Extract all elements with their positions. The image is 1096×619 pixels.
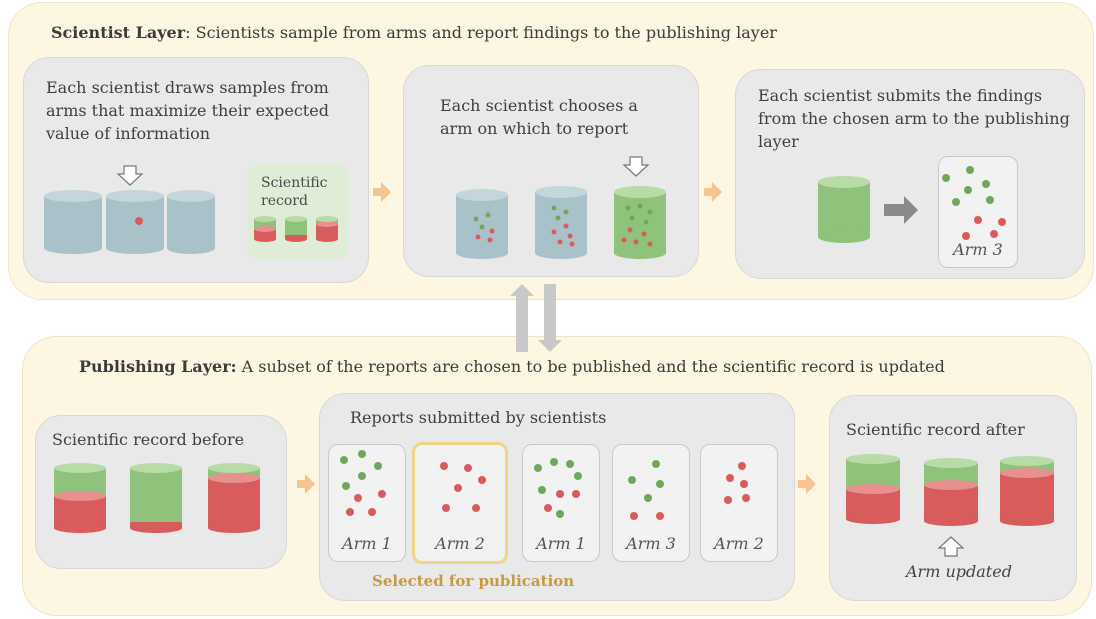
report-card-2-selected: Arm 2 xyxy=(412,442,508,564)
panel-choose-arm-text: Each scientist chooses a arm on which to… xyxy=(440,96,638,138)
arm-cylinder-green-submit xyxy=(818,176,870,243)
arm-cylinder-2 xyxy=(106,190,164,254)
submit-arrow-icon xyxy=(884,196,918,224)
panel-draw-samples-text: Each scientist draws samples from arms t… xyxy=(46,78,329,143)
report-card-4: Arm 3 xyxy=(612,444,690,562)
report-card-label: Arm 1 xyxy=(342,534,392,553)
down-arrow-icon xyxy=(622,156,650,177)
mini-record-cylinder-1 xyxy=(254,216,276,242)
scientist-layer-title-rest: : Scientists sample from arms and report… xyxy=(185,23,777,42)
report-5-dots xyxy=(724,462,750,504)
arm-cylinder-blue-b xyxy=(535,186,587,259)
flow-arrow-icon xyxy=(798,474,816,494)
up-arrow-icon xyxy=(510,284,534,352)
mini-record-cylinder-2 xyxy=(285,216,307,242)
panel-submit-findings: Each scientist submits the findings from… xyxy=(735,69,1085,279)
record-after-cylinder-3 xyxy=(1000,456,1054,526)
report-card-1: Arm 1 xyxy=(328,444,406,562)
publishing-layer-title-bold: Publishing Layer: xyxy=(79,357,237,376)
scientific-record-label: Scientific record xyxy=(261,175,328,209)
panel-reports: Reports submitted by scientists Arm 1 Ar… xyxy=(319,393,795,601)
report-2-dots xyxy=(440,462,486,512)
report-4-dots xyxy=(628,460,664,520)
flow-arrow-icon xyxy=(373,182,391,202)
up-arrow-icon xyxy=(937,536,965,557)
selected-for-publication-caption: Selected for publication xyxy=(372,572,575,590)
report-card-label: Arm 2 xyxy=(435,534,485,553)
publishing-layer-title: Publishing Layer: A subset of the report… xyxy=(79,357,945,376)
panel-submit-findings-text: Each scientist submits the findings from… xyxy=(758,86,1070,151)
report-card-3: Arm 1 xyxy=(522,444,600,562)
arm-cylinder-green-chosen xyxy=(614,186,666,259)
record-after-cylinder-2-updated xyxy=(924,458,978,526)
sample-dot xyxy=(135,217,143,225)
scientific-record-card: Scientific record xyxy=(247,164,349,260)
record-before-cylinder-2 xyxy=(130,463,182,533)
record-before-cylinder-1 xyxy=(54,463,106,533)
arm3-findings-card: Arm 3 xyxy=(938,156,1018,268)
record-before-cylinder-3 xyxy=(208,463,260,533)
down-arrow-icon xyxy=(538,284,562,352)
flow-arrow-icon xyxy=(297,474,315,494)
arm-cylinder-blue-a xyxy=(456,189,508,259)
arm3-findings-label: Arm 3 xyxy=(953,240,1003,259)
record-after-cylinder-1 xyxy=(846,454,900,524)
report-1-dots xyxy=(340,450,386,516)
report-card-label: Arm 3 xyxy=(626,534,676,553)
report-card-label: Arm 1 xyxy=(536,534,586,553)
report-3-dots xyxy=(534,458,582,518)
flow-arrow-icon xyxy=(704,182,722,202)
scientist-layer-title: Scientist Layer: Scientists sample from … xyxy=(51,23,777,42)
down-arrow-icon xyxy=(116,165,144,186)
publishing-layer: Publishing Layer: A subset of the report… xyxy=(22,336,1092,616)
record-before-title: Scientific record before xyxy=(52,430,245,449)
arm-cylinder-3 xyxy=(167,190,215,254)
arm3-findings-dots xyxy=(942,166,1006,240)
arm-updated-note: Arm updated xyxy=(906,562,1012,581)
mini-record-cylinder-3 xyxy=(316,216,338,242)
arm-cylinder-1 xyxy=(44,190,102,254)
scientist-layer-title-bold: Scientist Layer xyxy=(51,23,186,42)
publishing-layer-title-rest: A subset of the reports are chosen to be… xyxy=(236,357,945,376)
record-after-title: Scientific record after xyxy=(846,420,1025,439)
report-card-label: Arm 2 xyxy=(714,534,764,553)
reports-title: Reports submitted by scientists xyxy=(350,408,607,427)
